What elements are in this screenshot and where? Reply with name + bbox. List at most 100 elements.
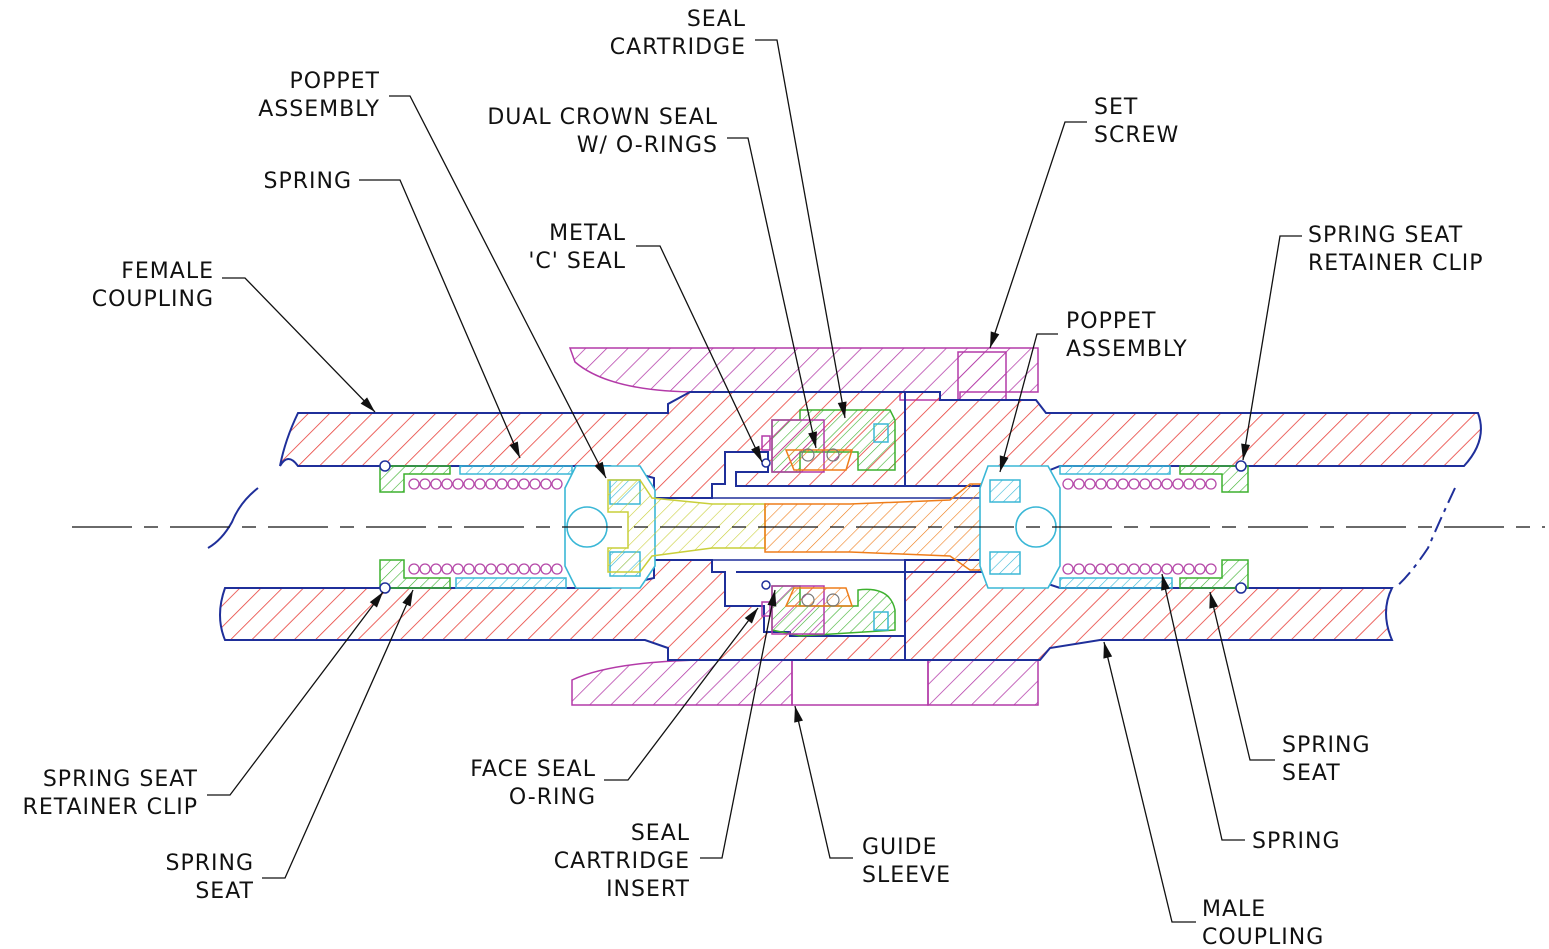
spring-coil <box>1205 563 1217 575</box>
spring-coil <box>1084 478 1096 490</box>
internal-bores <box>712 392 995 660</box>
leader-line <box>222 277 376 413</box>
callout-label: SPRING <box>165 851 254 876</box>
spring-coil <box>540 563 552 575</box>
spring-coil <box>474 478 486 490</box>
female-coupling <box>219 391 906 661</box>
leader-line <box>794 705 853 859</box>
spring-coil <box>1161 563 1173 575</box>
callout-spring-seat-retainer-clip-left: SPRING SEAT RETAINER CLIP <box>23 591 384 820</box>
arrowhead <box>594 461 606 478</box>
spring-coil <box>1172 478 1184 490</box>
spring-seat-male-bottom <box>1059 559 1249 589</box>
spring-coil <box>1073 478 1085 490</box>
spring-coil <box>1205 478 1217 490</box>
spring-coil <box>1150 563 1162 575</box>
arrowhead <box>402 590 413 607</box>
arrowhead <box>999 455 1009 472</box>
metal-c-seal-ring <box>761 458 771 468</box>
spring-coil <box>1150 478 1162 490</box>
spring-coil <box>419 563 431 575</box>
arrowhead <box>751 445 762 462</box>
callout-label: POPPET <box>290 69 380 94</box>
retainer-clip-female-top <box>379 460 391 472</box>
spring-seat-female-top <box>379 465 573 493</box>
callout-label: O-RING <box>509 785 596 810</box>
leader-line <box>1161 573 1245 841</box>
callout-label: SPRING <box>1252 829 1341 854</box>
callout-label: W/ O-RINGS <box>577 133 718 158</box>
dual-crown-seal-bottom <box>784 587 854 607</box>
spring-coil <box>1117 563 1129 575</box>
spring-coil <box>485 563 497 575</box>
spring-coil <box>1172 563 1184 575</box>
callout-label: SPRING SEAT <box>43 767 198 792</box>
spring-male <box>1062 478 1217 575</box>
arrowhead <box>1209 592 1219 609</box>
callout-label: COUPLING <box>1202 925 1324 949</box>
spring-coil <box>1084 563 1096 575</box>
spring-coil <box>408 478 420 490</box>
callout-spring-left: SPRING <box>263 169 521 459</box>
spring-seat-female-bottom <box>379 559 567 589</box>
spring-coil <box>1139 563 1151 575</box>
spring-coil <box>1117 478 1129 490</box>
arrowhead <box>794 706 803 723</box>
spring-coil <box>1139 478 1151 490</box>
callout-label: COUPLING <box>92 287 214 312</box>
leader-line <box>1103 641 1196 923</box>
arrowhead <box>369 592 383 608</box>
callout-label: CARTRIDGE <box>610 35 746 60</box>
callout-label: RETAINER CLIP <box>23 795 198 820</box>
spring-coil <box>485 478 497 490</box>
leader-line <box>389 95 607 479</box>
spring-coil <box>1194 563 1206 575</box>
arrowhead <box>360 397 375 412</box>
spring-coil <box>1106 478 1118 490</box>
spring-coil <box>540 478 552 490</box>
spring-coil <box>496 478 508 490</box>
spring-coil <box>1183 563 1195 575</box>
arrowhead <box>509 441 520 458</box>
callout-metal-c-seal: METAL'C' SEAL <box>528 221 763 463</box>
spring-coil <box>441 478 453 490</box>
callout-label: CARTRIDGE <box>554 849 690 874</box>
spring-coil <box>1095 563 1107 575</box>
spring-coil <box>1183 478 1195 490</box>
callout-label: SEAT <box>1282 761 1341 786</box>
arrowhead <box>1103 642 1113 659</box>
poppet-stem-female <box>607 479 766 573</box>
callout-label: INSERT <box>606 877 690 902</box>
spring-coil <box>1128 478 1140 490</box>
spring-coil <box>1095 478 1107 490</box>
spring-coil <box>463 563 475 575</box>
callout-label: METAL <box>549 221 626 246</box>
leader-line <box>755 39 846 419</box>
leader-line <box>727 137 817 449</box>
arrowhead <box>990 331 1000 348</box>
callout-label: SPRING SEAT <box>1308 223 1463 248</box>
callout-label: FEMALE <box>121 259 214 284</box>
arrowhead <box>767 590 777 607</box>
spring-coil <box>1062 563 1074 575</box>
leader-line <box>1209 591 1275 761</box>
spring-coil <box>507 563 519 575</box>
spring-coil <box>1128 563 1140 575</box>
leader-line <box>700 589 776 859</box>
callout-label: SET <box>1094 95 1138 120</box>
spring-coil <box>496 563 508 575</box>
retainer-clip-male-bottom <box>1235 582 1247 594</box>
callout-label: SCREW <box>1094 123 1179 148</box>
arrowhead <box>1241 443 1251 460</box>
spring-coil <box>1106 563 1118 575</box>
